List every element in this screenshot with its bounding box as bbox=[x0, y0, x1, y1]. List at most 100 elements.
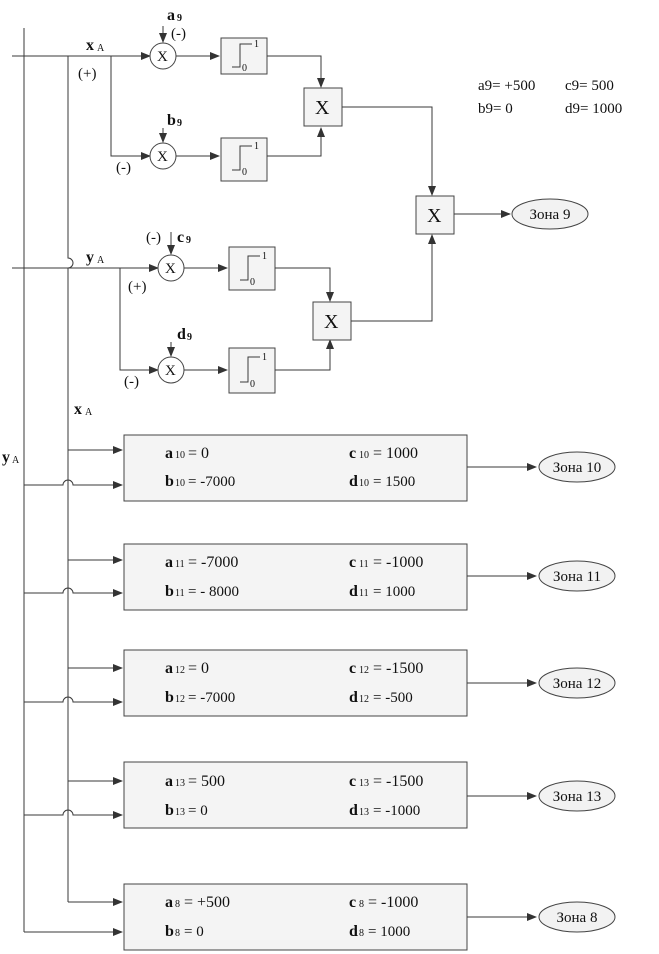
step-block-x-lower bbox=[220, 137, 268, 182]
svg-text:11: 11 bbox=[175, 559, 185, 570]
zone-10-c: = 1000 bbox=[373, 445, 418, 462]
zone-11-b: = - 8000 bbox=[188, 584, 239, 600]
svg-text:0: 0 bbox=[242, 63, 247, 74]
zone-9-output bbox=[511, 198, 589, 230]
svg-text:8: 8 bbox=[359, 928, 364, 939]
zone-13-group: a 13 = 500 b 13 = 0 c 13 = -1500 d 13 = … bbox=[24, 761, 616, 829]
zone-12-block bbox=[123, 649, 468, 717]
and-block-x bbox=[303, 87, 343, 127]
svg-text:a: a bbox=[165, 445, 173, 462]
svg-text:X: X bbox=[324, 311, 339, 333]
zone-10-group: a 10 = 0 b 10 = -7000 c 10 = 1000 d 10 =… bbox=[24, 434, 616, 502]
a9-input-label: a bbox=[167, 7, 175, 24]
svg-text:13: 13 bbox=[359, 807, 369, 818]
step-block-y-upper bbox=[228, 246, 276, 291]
svg-text:c: c bbox=[349, 894, 356, 911]
y-label-left: y bbox=[2, 449, 10, 466]
svg-text:Зона 11: Зона 11 bbox=[553, 569, 601, 585]
zone-13-output bbox=[538, 780, 616, 812]
sign-minus-c9: (-) bbox=[146, 230, 161, 246]
zone-8-group: a 8 = +500 b 8 = 0 c 8 = -1000 d 8 = 100… bbox=[24, 883, 616, 951]
sum-x-upper-symbol: X bbox=[157, 49, 168, 65]
and-block-y bbox=[312, 301, 352, 341]
a9-input-index: 9 bbox=[177, 13, 182, 24]
svg-text:d: d bbox=[349, 923, 358, 940]
zone-11-group: a 11 = -7000 b 11 = - 8000 c 11 = -1000 … bbox=[24, 543, 616, 611]
svg-text:13: 13 bbox=[359, 778, 369, 789]
zone9-param-b: b9= 0 bbox=[478, 101, 513, 117]
zone-8-d: = 1000 bbox=[368, 924, 410, 940]
svg-text:c: c bbox=[349, 660, 356, 677]
svg-text:10: 10 bbox=[175, 478, 185, 489]
sign-plus-y: (+) bbox=[128, 279, 146, 295]
svg-text:X: X bbox=[315, 97, 330, 119]
and-block-zone9 bbox=[415, 195, 455, 235]
svg-text:X: X bbox=[157, 149, 168, 165]
zone-11-block bbox=[123, 543, 468, 611]
x-label-top-sub: A bbox=[97, 43, 105, 54]
zone-12-a: = 0 bbox=[188, 660, 209, 677]
zone-8-output bbox=[538, 901, 616, 933]
svg-text:a: a bbox=[165, 660, 173, 677]
svg-text:Зона 13: Зона 13 bbox=[553, 789, 601, 805]
svg-text:1: 1 bbox=[262, 352, 267, 363]
zone-9-label: Зона 9 bbox=[530, 207, 571, 223]
zone-10-d: = 1500 bbox=[373, 474, 415, 490]
sign-minus-a9: (-) bbox=[171, 26, 186, 42]
svg-text:X: X bbox=[165, 261, 176, 277]
zone-8-b: = 0 bbox=[184, 924, 204, 940]
svg-text:b: b bbox=[165, 473, 174, 490]
svg-text:a: a bbox=[165, 554, 173, 571]
zone-8-a: = +500 bbox=[184, 894, 230, 911]
zone-10-a: = 0 bbox=[188, 445, 209, 462]
zone-8-c: = -1000 bbox=[368, 894, 418, 911]
zone-13-block bbox=[123, 761, 468, 829]
svg-text:0: 0 bbox=[250, 379, 255, 390]
zone-12-output bbox=[538, 667, 616, 699]
zone-12-b: = -7000 bbox=[188, 690, 235, 706]
svg-text:10: 10 bbox=[175, 450, 185, 461]
c9-input-label: c bbox=[177, 229, 184, 246]
svg-text:9: 9 bbox=[187, 332, 192, 343]
svg-text:Зона 8: Зона 8 bbox=[557, 910, 598, 926]
svg-text:a: a bbox=[165, 773, 173, 790]
sign-minus-x-lower: (-) bbox=[116, 160, 131, 176]
x-bus-line bbox=[67, 56, 74, 902]
svg-text:12: 12 bbox=[359, 665, 369, 676]
zone-13-d: = -1000 bbox=[373, 803, 420, 819]
zone-11-a: = -7000 bbox=[188, 554, 238, 571]
zone-10-b: = -7000 bbox=[188, 474, 235, 490]
svg-text:8: 8 bbox=[175, 928, 180, 939]
svg-text:10: 10 bbox=[359, 450, 369, 461]
zone-11-d: = 1000 bbox=[373, 584, 415, 600]
svg-text:0: 0 bbox=[242, 167, 247, 178]
y-label-mid-sub: A bbox=[97, 255, 105, 266]
svg-text:b: b bbox=[165, 689, 174, 706]
svg-text:b: b bbox=[165, 802, 174, 819]
svg-text:1: 1 bbox=[262, 251, 267, 262]
zone-13-c: = -1500 bbox=[373, 773, 423, 790]
svg-text:1: 1 bbox=[254, 39, 259, 50]
zone9-param-a: a9= +500 bbox=[478, 78, 535, 94]
y-label-mid: y bbox=[86, 249, 94, 266]
zone9-param-c: c9= 500 bbox=[565, 78, 614, 94]
svg-text:12: 12 bbox=[175, 694, 185, 705]
svg-text:11: 11 bbox=[359, 559, 369, 570]
zone-10-output bbox=[538, 451, 616, 483]
svg-text:1: 1 bbox=[254, 141, 259, 152]
svg-text:d: d bbox=[349, 583, 358, 600]
svg-text:11: 11 bbox=[175, 588, 185, 599]
svg-text:d: d bbox=[349, 802, 358, 819]
svg-text:d: d bbox=[349, 689, 358, 706]
svg-text:X: X bbox=[165, 363, 176, 379]
zone-12-d: = -500 bbox=[373, 690, 413, 706]
svg-text:a: a bbox=[165, 894, 173, 911]
svg-text:12: 12 bbox=[175, 665, 185, 676]
svg-text:c: c bbox=[349, 554, 356, 571]
svg-text:b: b bbox=[165, 923, 174, 940]
zone-12-c: = -1500 bbox=[373, 660, 423, 677]
x-label-lower: x bbox=[74, 401, 82, 418]
svg-text:b: b bbox=[165, 583, 174, 600]
x-label-top: x bbox=[86, 37, 94, 54]
svg-text:13: 13 bbox=[175, 778, 185, 789]
